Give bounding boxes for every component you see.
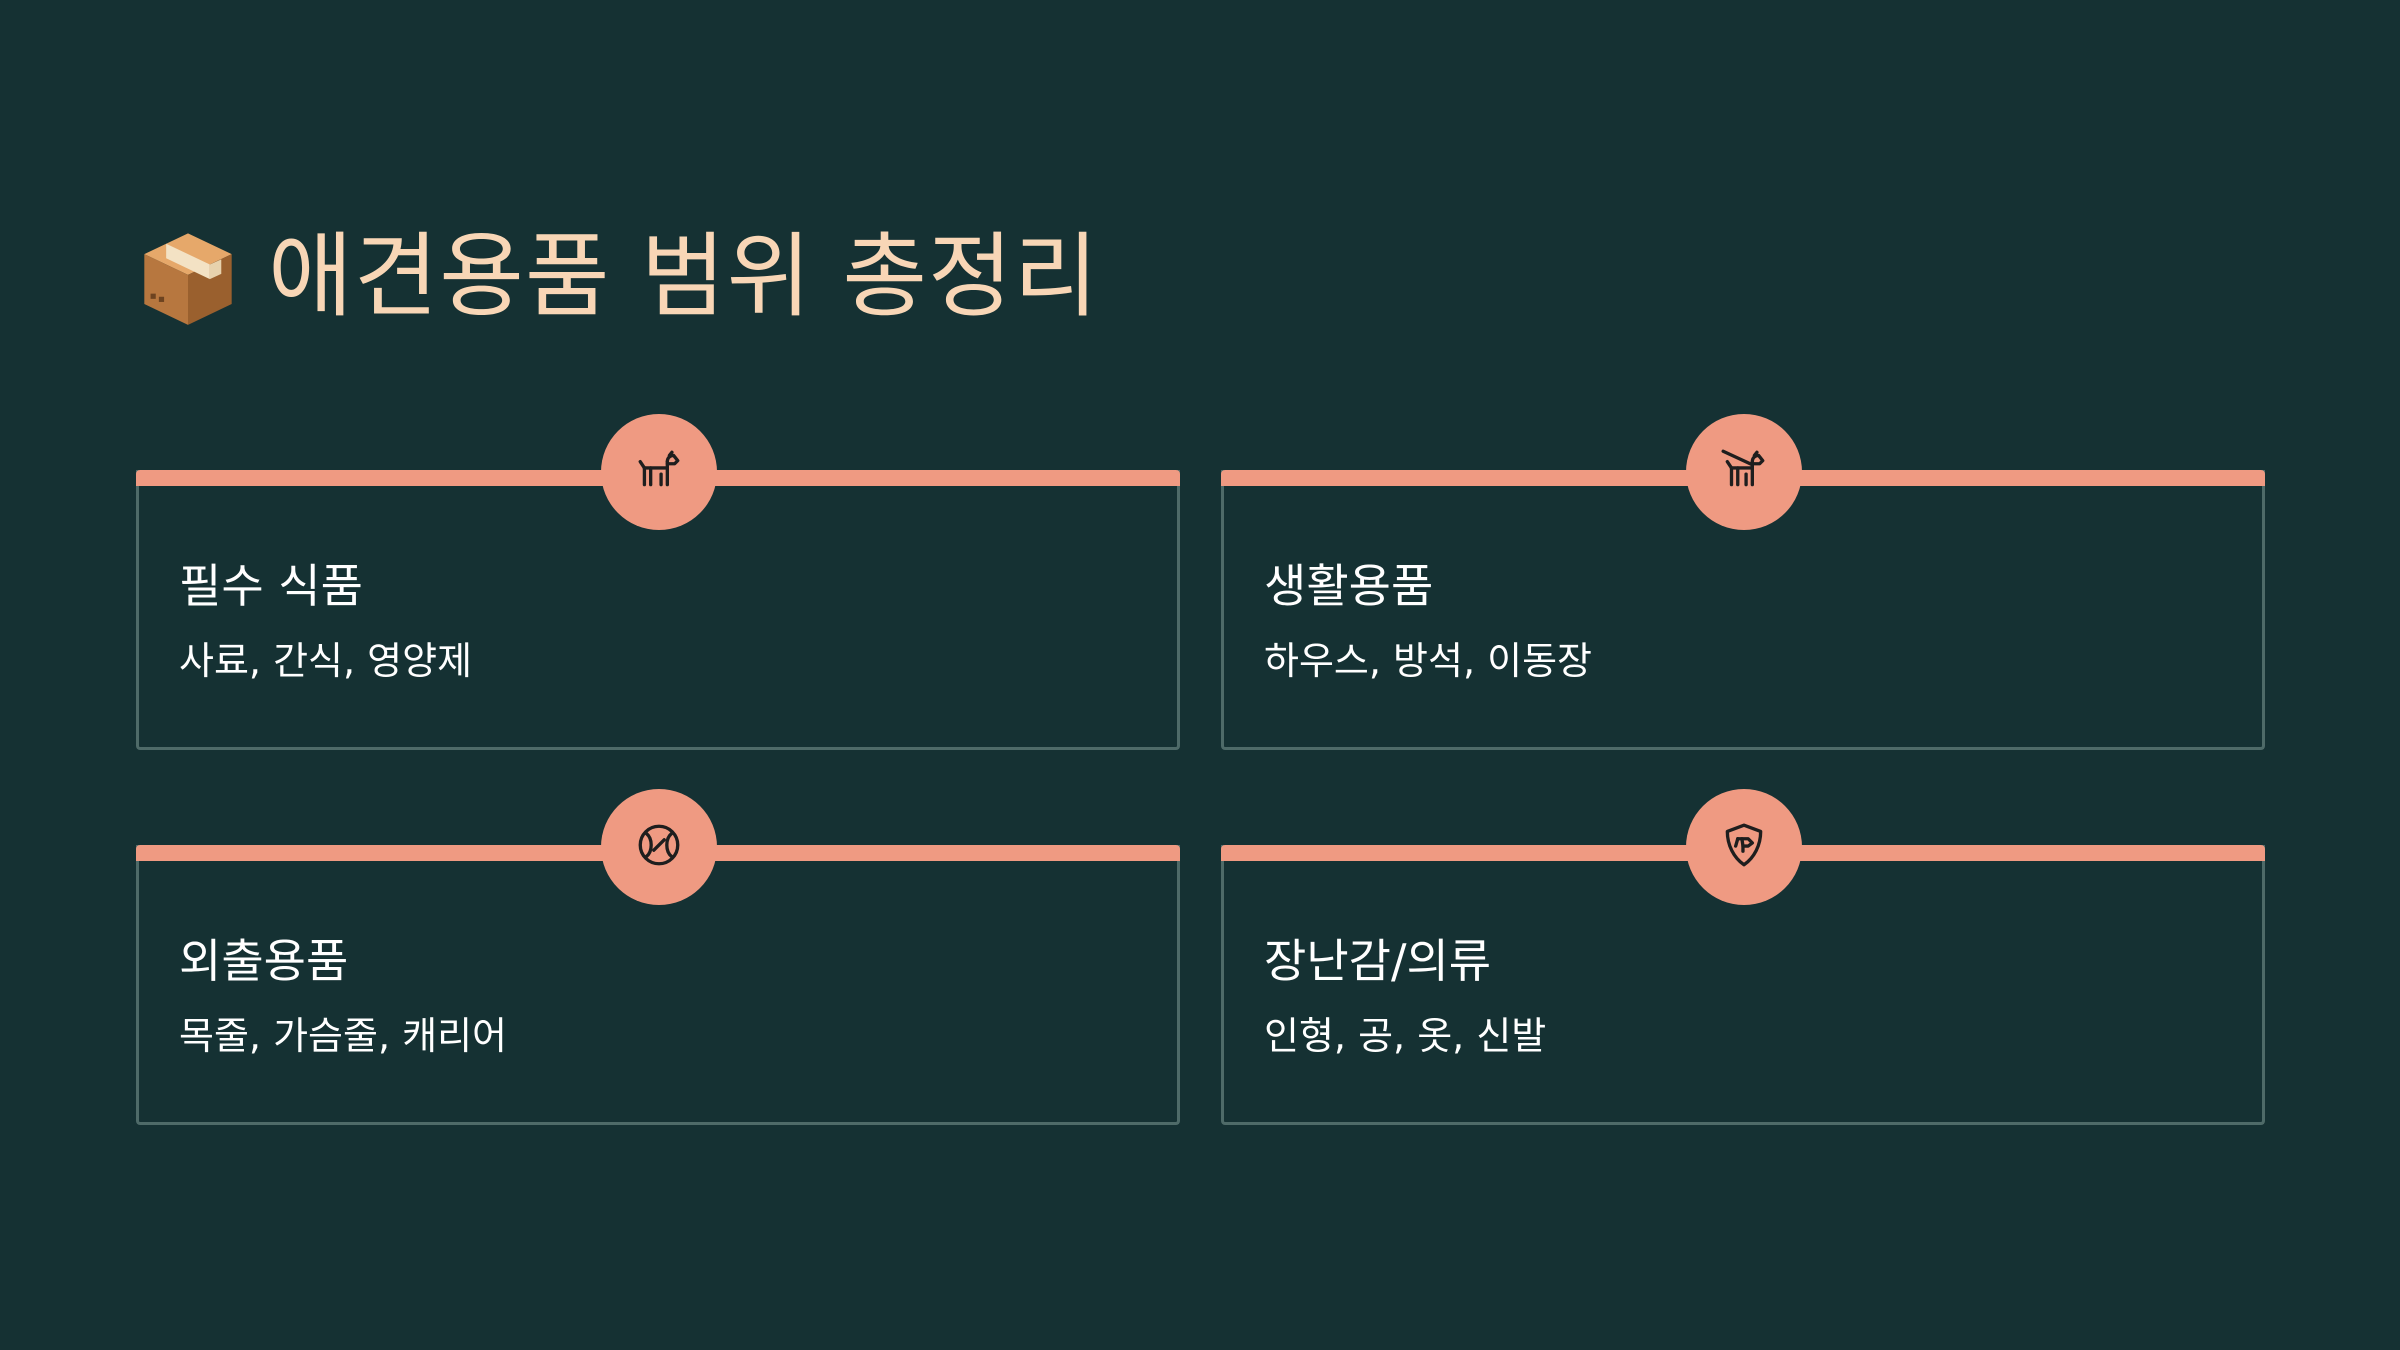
page-header: 애견용품 범위 총정리 — [136, 222, 1099, 332]
category-card-food: 필수 식품 사료, 간식, 영양제 — [136, 414, 1180, 750]
ball-icon — [634, 820, 684, 874]
card-title: 필수 식품 — [179, 559, 363, 613]
card-icon-badge — [1686, 414, 1802, 530]
card-icon-badge — [1686, 789, 1802, 905]
dog-icon — [634, 445, 684, 499]
card-title: 외출용품 — [179, 934, 349, 988]
dog-walking-icon — [1719, 445, 1769, 499]
card-icon-badge — [601, 789, 717, 905]
package-box-icon — [136, 225, 240, 329]
page-title: 애견용품 범위 총정리 — [268, 223, 1100, 330]
card-icon-badge — [601, 414, 717, 530]
category-card-toys-clothing: 장난감/의류 인형, 공, 옷, 신발 — [1221, 789, 2265, 1125]
card-description: 하우스, 방석, 이동장 — [1264, 639, 1592, 683]
card-title: 생활용품 — [1264, 559, 1434, 613]
category-card-outdoor: 외출용품 목줄, 가슴줄, 캐리어 — [136, 789, 1180, 1125]
card-title: 장난감/의류 — [1264, 934, 1492, 988]
card-description: 사료, 간식, 영양제 — [179, 639, 473, 683]
card-description: 인형, 공, 옷, 신발 — [1264, 1014, 1547, 1058]
shield-dog-icon — [1719, 820, 1769, 874]
category-card-living: 생활용품 하우스, 방석, 이동장 — [1221, 414, 2265, 750]
card-description: 목줄, 가슴줄, 캐리어 — [179, 1014, 507, 1058]
